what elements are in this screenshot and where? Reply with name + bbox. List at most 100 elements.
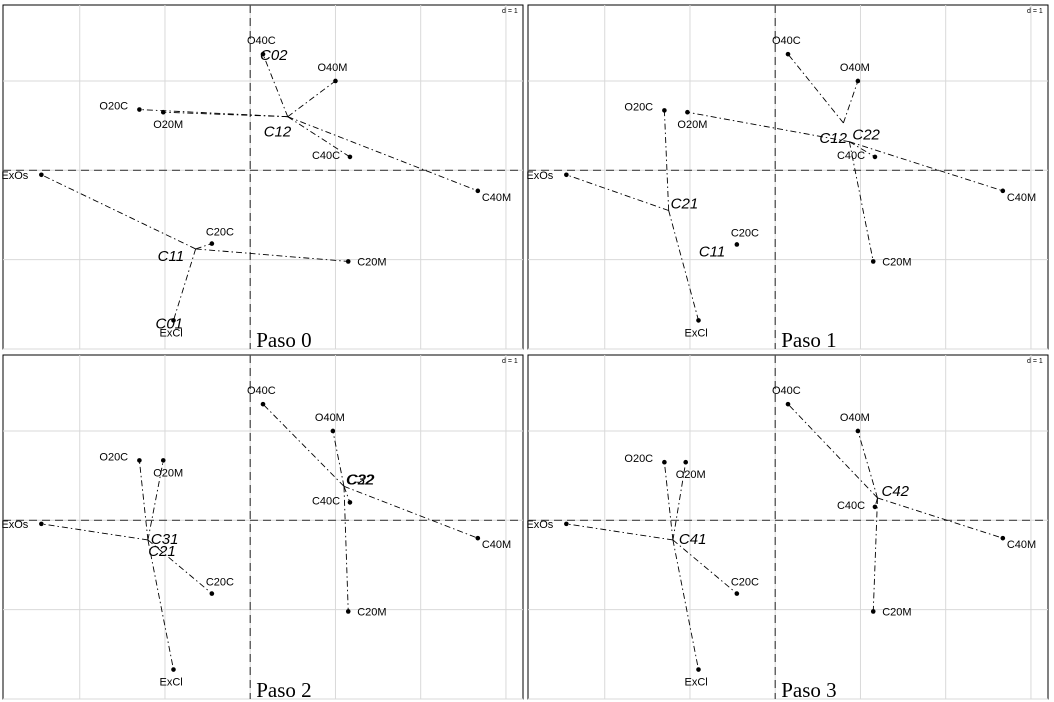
point-C20M <box>345 609 351 614</box>
point-C20M <box>870 259 876 264</box>
point-label-C20M: C20M <box>882 256 911 268</box>
point-label-C20M: C20M <box>357 606 386 618</box>
point-C20M <box>870 609 876 614</box>
centroid-label-C11: C11 <box>699 243 725 260</box>
point-label-O20M: O20M <box>677 119 707 131</box>
point-label-O40C: O40C <box>772 385 801 397</box>
point-O40C <box>260 51 266 57</box>
point-label-O40C: O40C <box>247 35 276 47</box>
point-O20C <box>662 108 667 113</box>
point-ExCl <box>171 318 176 323</box>
point-label-O40C: O40C <box>772 35 801 47</box>
centroid-label-C22: C22 <box>347 471 375 488</box>
point-label-C40M: C40M <box>482 192 511 204</box>
cluster-link-C31-C20C <box>147 539 213 594</box>
cluster-link-C22-O20M <box>687 111 850 143</box>
point-label-O20M: O20M <box>153 467 183 479</box>
cluster-link-C12-O20M <box>163 111 288 118</box>
cluster-link-C21-O20C <box>663 110 670 211</box>
point-C20M <box>345 259 351 264</box>
point-label-O40M: O40M <box>840 412 870 424</box>
point-O20M <box>685 109 690 115</box>
cluster-link-C12-O40C <box>787 53 844 124</box>
point-label-ExCl: ExCl <box>159 327 182 339</box>
cluster-link-C42-C20M <box>872 497 878 612</box>
cluster-link-C21-ExCl <box>668 210 699 321</box>
point-C20C <box>734 591 740 596</box>
cluster-link-C42-C40M <box>877 497 1003 539</box>
point-ExOs <box>39 521 44 527</box>
cluster-link-C42-O40M <box>857 430 878 499</box>
point-ExOs <box>39 172 44 178</box>
panel-2: O40CO40MO20CO20MC40CC40MExOsC20CC20MExCl… <box>1 354 524 702</box>
cluster-link-C11-C20M <box>195 248 349 262</box>
point-O20M <box>683 459 689 465</box>
centroid-label-C42: C42 <box>882 483 910 500</box>
point-C20C <box>209 241 215 246</box>
cluster-link-C41-C20C <box>672 539 738 594</box>
point-O40C <box>260 401 266 407</box>
point-O40M <box>855 428 861 434</box>
cluster-link-C32-C40C <box>343 486 351 503</box>
panel-title: Paso 1 <box>781 328 836 352</box>
point-C20C <box>734 242 740 247</box>
centroid-label-C32: C32 <box>346 471 374 488</box>
point-label-C40C: C40C <box>312 495 340 507</box>
point-label-O20M: O20M <box>153 119 183 131</box>
scale-label: d = 1 <box>1027 8 1043 15</box>
cluster-link-C11-ExCl <box>173 248 197 321</box>
point-C40M <box>475 535 481 541</box>
centroid-label-C11: C11 <box>158 248 184 265</box>
point-label-ExCl: ExCl <box>159 677 182 689</box>
point-label-C20M: C20M <box>357 256 386 268</box>
panel-1: O40CO40MO20CO20MC40CC40MExOsC20CC20MExCl… <box>526 4 1049 352</box>
point-ExOs <box>564 521 569 527</box>
point-C40M <box>475 188 481 194</box>
centroid-label-C41: C41 <box>679 531 707 548</box>
cluster-link-C11-ExOs <box>41 174 196 250</box>
cluster-link-C31-ExOs <box>41 523 148 541</box>
cluster-link-C32-O40M <box>332 430 345 487</box>
point-label-C20M: C20M <box>882 606 911 618</box>
point-C40C <box>872 504 878 510</box>
panel-3: O40CO40MO20CO20MC40CC40MExOsC20CC20MExCl… <box>526 354 1049 702</box>
point-label-O40C: O40C <box>247 385 276 397</box>
point-ExCl <box>171 667 176 672</box>
centroid-label-C21: C21 <box>148 543 176 560</box>
point-C40M <box>1000 535 1006 541</box>
centroid-label-C12: C12 <box>264 124 292 141</box>
cluster-link-C41-ExOs <box>566 523 673 541</box>
point-label-C20C: C20C <box>206 227 234 239</box>
centroid-label-C21: C21 <box>671 196 699 213</box>
cluster-link-C41-ExCl <box>672 539 699 670</box>
cluster-link-C12-C40C <box>287 116 351 158</box>
point-O20M <box>160 109 166 115</box>
point-C40M <box>1000 188 1006 194</box>
centroid-label-C22: C22 <box>852 127 880 144</box>
cluster-link-C11-C20C <box>195 243 212 250</box>
point-label-C40M: C40M <box>1007 192 1036 204</box>
cluster-link-C22-C40C <box>849 141 876 158</box>
cluster-link-C32-O40C <box>262 403 345 487</box>
point-O20C <box>662 459 667 465</box>
point-O20C <box>137 107 142 112</box>
point-ExOs <box>564 172 569 178</box>
point-label-O20M: O20M <box>676 469 706 481</box>
point-O40C <box>785 401 791 407</box>
point-C40C <box>347 154 353 160</box>
point-ExCl <box>696 318 701 323</box>
point-label-ExCl: ExCl <box>684 327 707 339</box>
point-label-C20C: C20C <box>731 577 759 589</box>
point-label-C40C: C40C <box>837 150 865 162</box>
cluster-link-C31-ExCl <box>147 539 174 670</box>
point-label-C20C: C20C <box>731 227 759 239</box>
point-label-O40M: O40M <box>315 412 345 424</box>
point-label-O20C: O20C <box>624 453 653 465</box>
scale-label: d = 1 <box>502 8 518 15</box>
panel-title: Paso 3 <box>781 678 836 702</box>
point-C40C <box>347 500 353 505</box>
scale-label: d = 1 <box>502 358 518 365</box>
point-label-C40C: C40C <box>312 150 340 162</box>
scale-label: d = 1 <box>1027 358 1043 365</box>
